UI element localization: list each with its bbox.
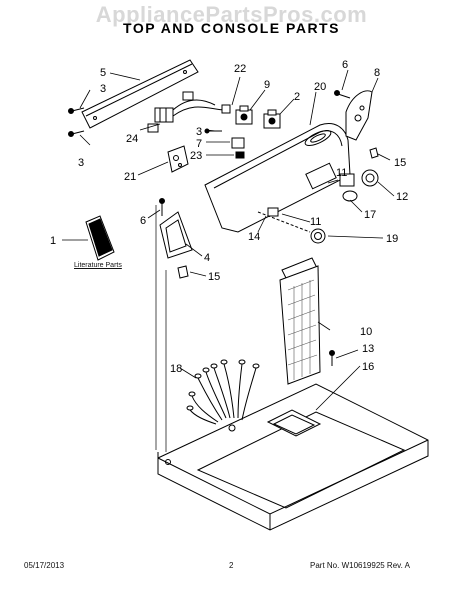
screw-6-right — [334, 90, 351, 99]
callout-3-mid: 3 — [196, 126, 202, 138]
footer-date: 05/17/2013 — [24, 561, 65, 570]
end-cap-4 — [159, 211, 193, 259]
literature-booklet — [85, 215, 115, 261]
callout-5: 5 — [100, 67, 106, 79]
lint-filter — [279, 257, 321, 385]
screw-6-left — [159, 198, 165, 216]
part-23 — [235, 151, 245, 159]
literature-parts-label: Literature Parts — [74, 262, 122, 269]
screw-3-top — [68, 107, 85, 114]
knob-19 — [310, 228, 326, 244]
dryer-top — [157, 383, 429, 531]
callout-6-right: 6 — [342, 59, 348, 71]
callout-1: 1 — [50, 235, 56, 247]
clip-15-left — [177, 265, 189, 279]
bracket-8 — [345, 90, 373, 141]
screw-3-bottom — [68, 130, 85, 137]
page-title: TOP AND CONSOLE PARTS — [123, 20, 340, 36]
back-panel — [81, 59, 199, 129]
part-7 — [231, 137, 245, 149]
callout-18: 18 — [170, 363, 182, 375]
callout-22: 22 — [234, 63, 246, 75]
callout-15-right: 15 — [394, 157, 406, 169]
callout-6-left: 6 — [140, 215, 146, 227]
footer-page-number: 2 — [229, 561, 234, 570]
bracket-21 — [167, 145, 189, 173]
callout-24: 24 — [126, 133, 138, 145]
callout-17: 17 — [364, 209, 376, 221]
clip-15-right — [369, 147, 379, 159]
footer-part-number: Part No. W10619925 Rev. A — [310, 561, 410, 570]
callout-10: 10 — [360, 326, 372, 338]
callout-15-left: 15 — [208, 271, 220, 283]
switch-9 — [235, 105, 253, 125]
callout-21: 21 — [124, 171, 136, 183]
callout-23: 23 — [190, 150, 202, 162]
callout-11-bottom: 11 — [310, 216, 321, 228]
callout-11-top: 11 — [336, 167, 347, 179]
leader-lines — [62, 69, 395, 411]
shaft-14 — [257, 207, 311, 233]
screw-13 — [329, 350, 335, 366]
knob-assembly — [339, 169, 379, 202]
callout-14: 14 — [248, 231, 260, 243]
switch-2 — [263, 109, 281, 129]
callout-20: 20 — [314, 81, 326, 93]
wire-ties — [186, 359, 260, 425]
wire-harness — [147, 91, 231, 133]
callout-16: 16 — [362, 361, 374, 373]
callout-13: 13 — [362, 343, 374, 355]
callout-7: 7 — [196, 138, 202, 150]
callout-4: 4 — [204, 252, 210, 264]
callout-12: 12 — [396, 191, 408, 203]
callout-9: 9 — [264, 79, 270, 91]
callout-3-left: 3 — [78, 157, 84, 169]
callout-8: 8 — [374, 67, 380, 79]
console-panel — [204, 123, 351, 233]
callout-2: 2 — [294, 91, 300, 103]
callout-19: 19 — [386, 233, 398, 245]
callout-3-top: 3 — [100, 83, 106, 95]
watermark: AppliancePartsPros.com — [95, 2, 368, 27]
